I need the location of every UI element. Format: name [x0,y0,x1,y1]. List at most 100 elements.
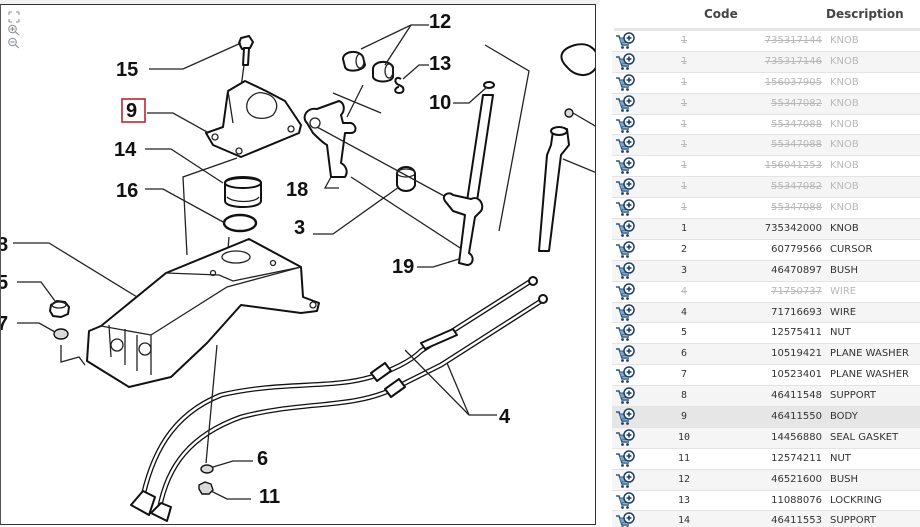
add-to-cart-icon[interactable] [615,157,635,175]
part-10-19-shift-rod[interactable] [443,44,530,266]
leader-6 [212,460,253,468]
part-13-lockring[interactable] [394,76,405,95]
leader-15 [149,42,242,70]
callout-9[interactable]: 9 [126,100,137,122]
add-to-cart-icon[interactable] [615,408,635,426]
parts-table-row[interactable]: 1 735317146 KNOB [612,51,920,73]
part-description: BODY [830,411,858,423]
part-5-nut[interactable] [49,300,70,318]
part-code: 46411553 [771,515,822,527]
parts-table-row[interactable]: 1 55347088 KNOB [612,115,920,136]
add-to-cart-icon[interactable] [615,303,635,322]
position-number: 11 [677,452,691,464]
parts-table-row[interactable]: 5 12575411 NUT [612,323,920,345]
diagram-artwork: 15 9 14 16 [1,11,596,522]
add-to-cart-icon[interactable] [615,345,635,363]
parts-table-row[interactable]: 13 11088076 LOCKRING [612,491,920,512]
part-6-washer[interactable] [200,344,218,474]
parts-table-row[interactable]: 1 735317144 KNOB [612,31,920,52]
parts-table-row[interactable]: 9 46411550 BODY [612,407,920,428]
column-header-description[interactable]: Description [826,7,904,21]
callout-7[interactable]: 7 [1,313,8,335]
add-to-cart-icon[interactable] [615,262,635,280]
add-to-cart-icon[interactable] [615,324,635,342]
parts-table-row[interactable]: 8 46411548 SUPPORT [612,386,920,408]
callout-18[interactable]: 18 [286,179,308,201]
parts-table-row[interactable]: 1 55347082 KNOB [612,177,920,199]
parts-table-row[interactable]: 2 60779566 CURSOR [612,240,920,261]
callout-15[interactable]: 15 [116,59,138,81]
add-to-cart-icon[interactable] [615,282,635,301]
add-to-cart-icon[interactable] [615,470,635,489]
add-to-cart-icon[interactable] [615,512,635,527]
add-to-cart-icon[interactable] [615,136,635,154]
zoom-out-icon[interactable] [7,37,21,49]
position-number: 4 [680,306,688,318]
add-to-cart-icon[interactable] [615,115,635,134]
add-to-cart-icon[interactable] [615,491,635,510]
part-11-nut[interactable] [198,481,214,495]
callout-5[interactable]: 5 [1,272,8,294]
add-to-cart-icon[interactable] [615,387,635,405]
callout-8[interactable]: 8 [1,234,8,256]
part-description: SUPPORT [830,390,876,402]
part-4-wires[interactable] [130,276,548,522]
add-to-cart-icon[interactable] [615,94,635,113]
callout-14[interactable]: 14 [114,139,137,161]
add-to-cart-icon[interactable] [615,450,635,468]
parts-table-row[interactable]: 4 71750737 WIRE [612,282,920,303]
part-12-bushes[interactable] [342,51,394,83]
position-number: 1 [680,223,688,235]
add-to-cart-icon[interactable] [615,366,635,384]
parts-table-row[interactable]: 14 46411553 SUPPORT [612,511,920,527]
parts-table-row[interactable]: 3 46470897 BUSH [612,260,920,282]
callout-19[interactable]: 19 [392,256,414,278]
parts-table-row[interactable]: 11 12574211 NUT [612,449,920,470]
parts-table-row[interactable]: 12 46521600 BUSH [612,469,920,491]
column-header-code[interactable]: Code [704,7,738,21]
zoom-in-icon[interactable] [7,24,21,36]
callout-16[interactable]: 16 [116,180,138,202]
position-number: 1 [680,181,688,193]
part-9-body[interactable] [205,80,302,158]
add-to-cart-icon[interactable] [615,429,635,447]
callout-13[interactable]: 13 [429,53,451,75]
parts-table-row[interactable]: 7 10523401 PLANE WASHER [612,365,920,387]
parts-table-row[interactable]: 1 55347088 KNOB [612,198,920,220]
parts-table-row[interactable]: 1 156041253 KNOB [612,156,920,178]
part-1-knob[interactable] [538,43,596,252]
fit-to-screen-icon[interactable] [7,11,21,23]
callout-3[interactable]: 3 [294,217,305,239]
parts-table-row[interactable]: 10 14456880 SEAL GASKET [612,427,920,449]
exploded-parts-diagram[interactable]: 15 9 14 16 [0,4,596,525]
diagram-zoom-toolbar [7,11,21,49]
parts-table-row[interactable]: 1 735342000 KNOB [612,219,920,240]
callout-11[interactable]: 11 [259,486,280,508]
add-to-cart-icon[interactable] [615,241,635,259]
add-to-cart-icon[interactable] [615,178,635,196]
add-to-cart-icon[interactable] [615,220,635,238]
part-description: SEAL GASKET [830,431,899,443]
parts-table-row[interactable]: 6 10519421 PLANE WASHER [612,344,920,366]
parts-table-row[interactable]: 1 156037905 KNOB [612,73,920,94]
part-7-washer[interactable] [53,328,86,366]
add-to-cart-icon[interactable] [615,53,635,71]
add-to-cart-icon[interactable] [615,32,635,50]
leader-3 [313,186,400,235]
callout-12[interactable]: 12 [429,11,451,33]
add-to-cart-icon[interactable] [615,199,635,217]
part-description: KNOB [830,55,859,67]
callout-10[interactable]: 10 [429,92,451,114]
parts-table-row[interactable]: 1 55347088 KNOB [612,135,920,157]
part-8-support[interactable] [86,238,320,388]
callout-4[interactable]: 4 [499,406,511,428]
part-3-bush[interactable] [316,126,472,256]
part-code: 71750737 [771,285,822,297]
part-14-seal-gasket[interactable] [224,176,262,208]
parts-table-row[interactable]: 4 71716693 WIRE [612,302,920,324]
callout-6[interactable]: 6 [257,448,268,470]
add-to-cart-icon[interactable] [615,74,635,92]
part-code: 55347088 [771,202,822,214]
part-18-cursor[interactable] [303,84,382,178]
parts-table-row[interactable]: 1 55347082 KNOB [612,93,920,115]
